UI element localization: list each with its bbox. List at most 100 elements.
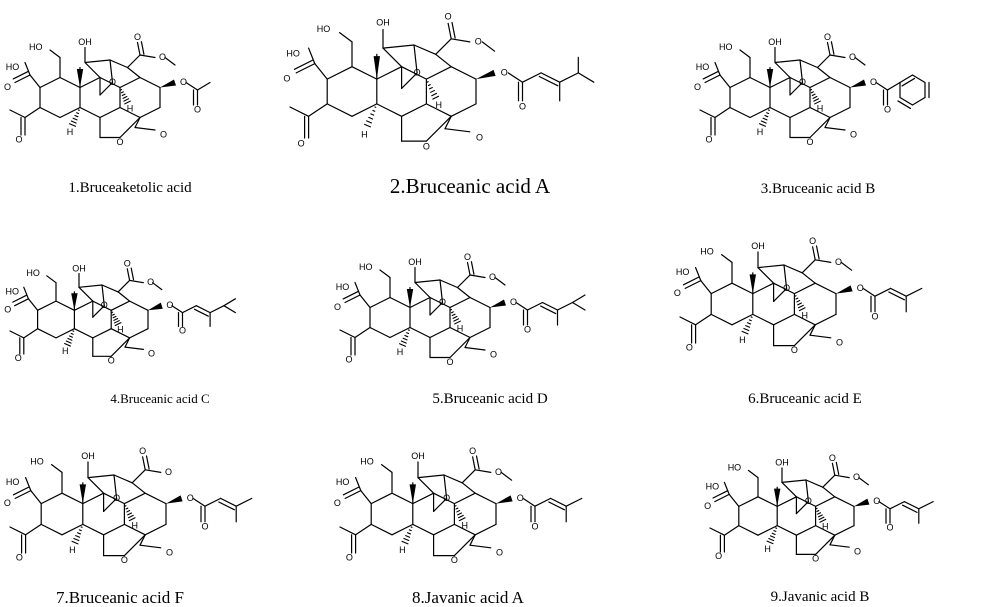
bond [862, 287, 876, 297]
bond [379, 269, 391, 279]
hash-bond [455, 507, 459, 510]
bond [433, 492, 455, 505]
bond [461, 482, 476, 494]
bond [82, 523, 105, 536]
hash-bond [406, 332, 410, 335]
bond [444, 115, 452, 130]
double-bond [140, 41, 145, 55]
bond [809, 76, 831, 89]
bond [414, 281, 431, 299]
hash-bond [797, 304, 804, 309]
bond [789, 76, 811, 89]
bond [565, 497, 583, 507]
bond [192, 497, 206, 507]
atom-label-o: O [414, 67, 421, 77]
hash-bond [364, 123, 371, 128]
double-bond [888, 291, 906, 301]
bond [809, 106, 831, 119]
bond [809, 324, 816, 336]
atom-label-o: O [705, 134, 712, 144]
bond [144, 492, 167, 505]
double-bond [12, 486, 30, 496]
atom-label-o: O [283, 73, 290, 83]
atom-label-ho: HO [700, 246, 714, 256]
atom-label-o: O [445, 11, 452, 21]
wedge-bond [76, 69, 84, 88]
hash-bond [404, 334, 409, 338]
atom-label-o: O [16, 553, 23, 563]
bond [314, 62, 328, 80]
bond [571, 301, 586, 311]
atom-label-ho: HO [696, 62, 710, 72]
bond [308, 47, 316, 65]
bond [119, 116, 141, 139]
wedge-bond [409, 484, 416, 504]
hash-bond [399, 343, 406, 347]
bond [92, 300, 112, 311]
hash-bond [769, 535, 775, 539]
bond [109, 59, 114, 84]
hash-bond [74, 114, 79, 118]
atom-label-oh: OH [768, 37, 782, 47]
bond [469, 296, 491, 309]
atom-label-o: O [446, 357, 453, 367]
bond [389, 326, 411, 339]
wedge-bond [766, 69, 774, 88]
bond [781, 481, 798, 498]
hash-bond [764, 114, 769, 118]
atom-label-o: O [829, 453, 836, 463]
bond [139, 534, 146, 546]
wedge-bond [496, 495, 513, 504]
hash-bond [771, 532, 776, 535]
bond [119, 106, 141, 119]
bond [469, 534, 476, 546]
bond [36, 328, 57, 339]
bond [360, 490, 372, 505]
bond [522, 497, 536, 507]
atom-label-o: O [15, 353, 22, 363]
bond [875, 81, 889, 91]
bond [49, 49, 61, 59]
bond [700, 280, 712, 295]
bond [723, 481, 730, 495]
bond [425, 66, 452, 80]
compound-label: 7.Bruceanic acid F [56, 588, 184, 607]
bond [409, 326, 431, 339]
atom-label-o: O [166, 547, 173, 557]
hash-bond [798, 307, 806, 312]
bond [854, 56, 866, 66]
double-bond [218, 501, 236, 511]
bond [874, 287, 892, 297]
atom-label-o: O [854, 546, 861, 556]
atom-label-o: O [783, 283, 790, 293]
bond [344, 294, 361, 304]
wedge-bond [774, 488, 781, 507]
bond [829, 534, 836, 546]
bond [369, 326, 391, 339]
bond [444, 128, 471, 133]
bond [123, 523, 146, 536]
bond [92, 305, 105, 318]
hash-bond [114, 322, 122, 327]
wedge-bond [373, 56, 380, 80]
hash-bond [811, 93, 816, 97]
bond [776, 524, 798, 536]
bond [774, 59, 801, 64]
atom-label-h: H [462, 520, 469, 530]
double-bond [901, 77, 916, 87]
bond [101, 284, 119, 293]
bond [826, 41, 831, 56]
atom-label-o: O [490, 349, 497, 359]
bond [878, 501, 891, 510]
atom-label-o: O [201, 521, 208, 531]
bond [714, 61, 721, 76]
bond [772, 313, 796, 326]
bond [472, 456, 476, 471]
wedge-bond [850, 79, 867, 88]
bond [139, 54, 156, 59]
atom-label-ho: HO [728, 462, 742, 472]
atom-label-o: O [121, 555, 128, 565]
